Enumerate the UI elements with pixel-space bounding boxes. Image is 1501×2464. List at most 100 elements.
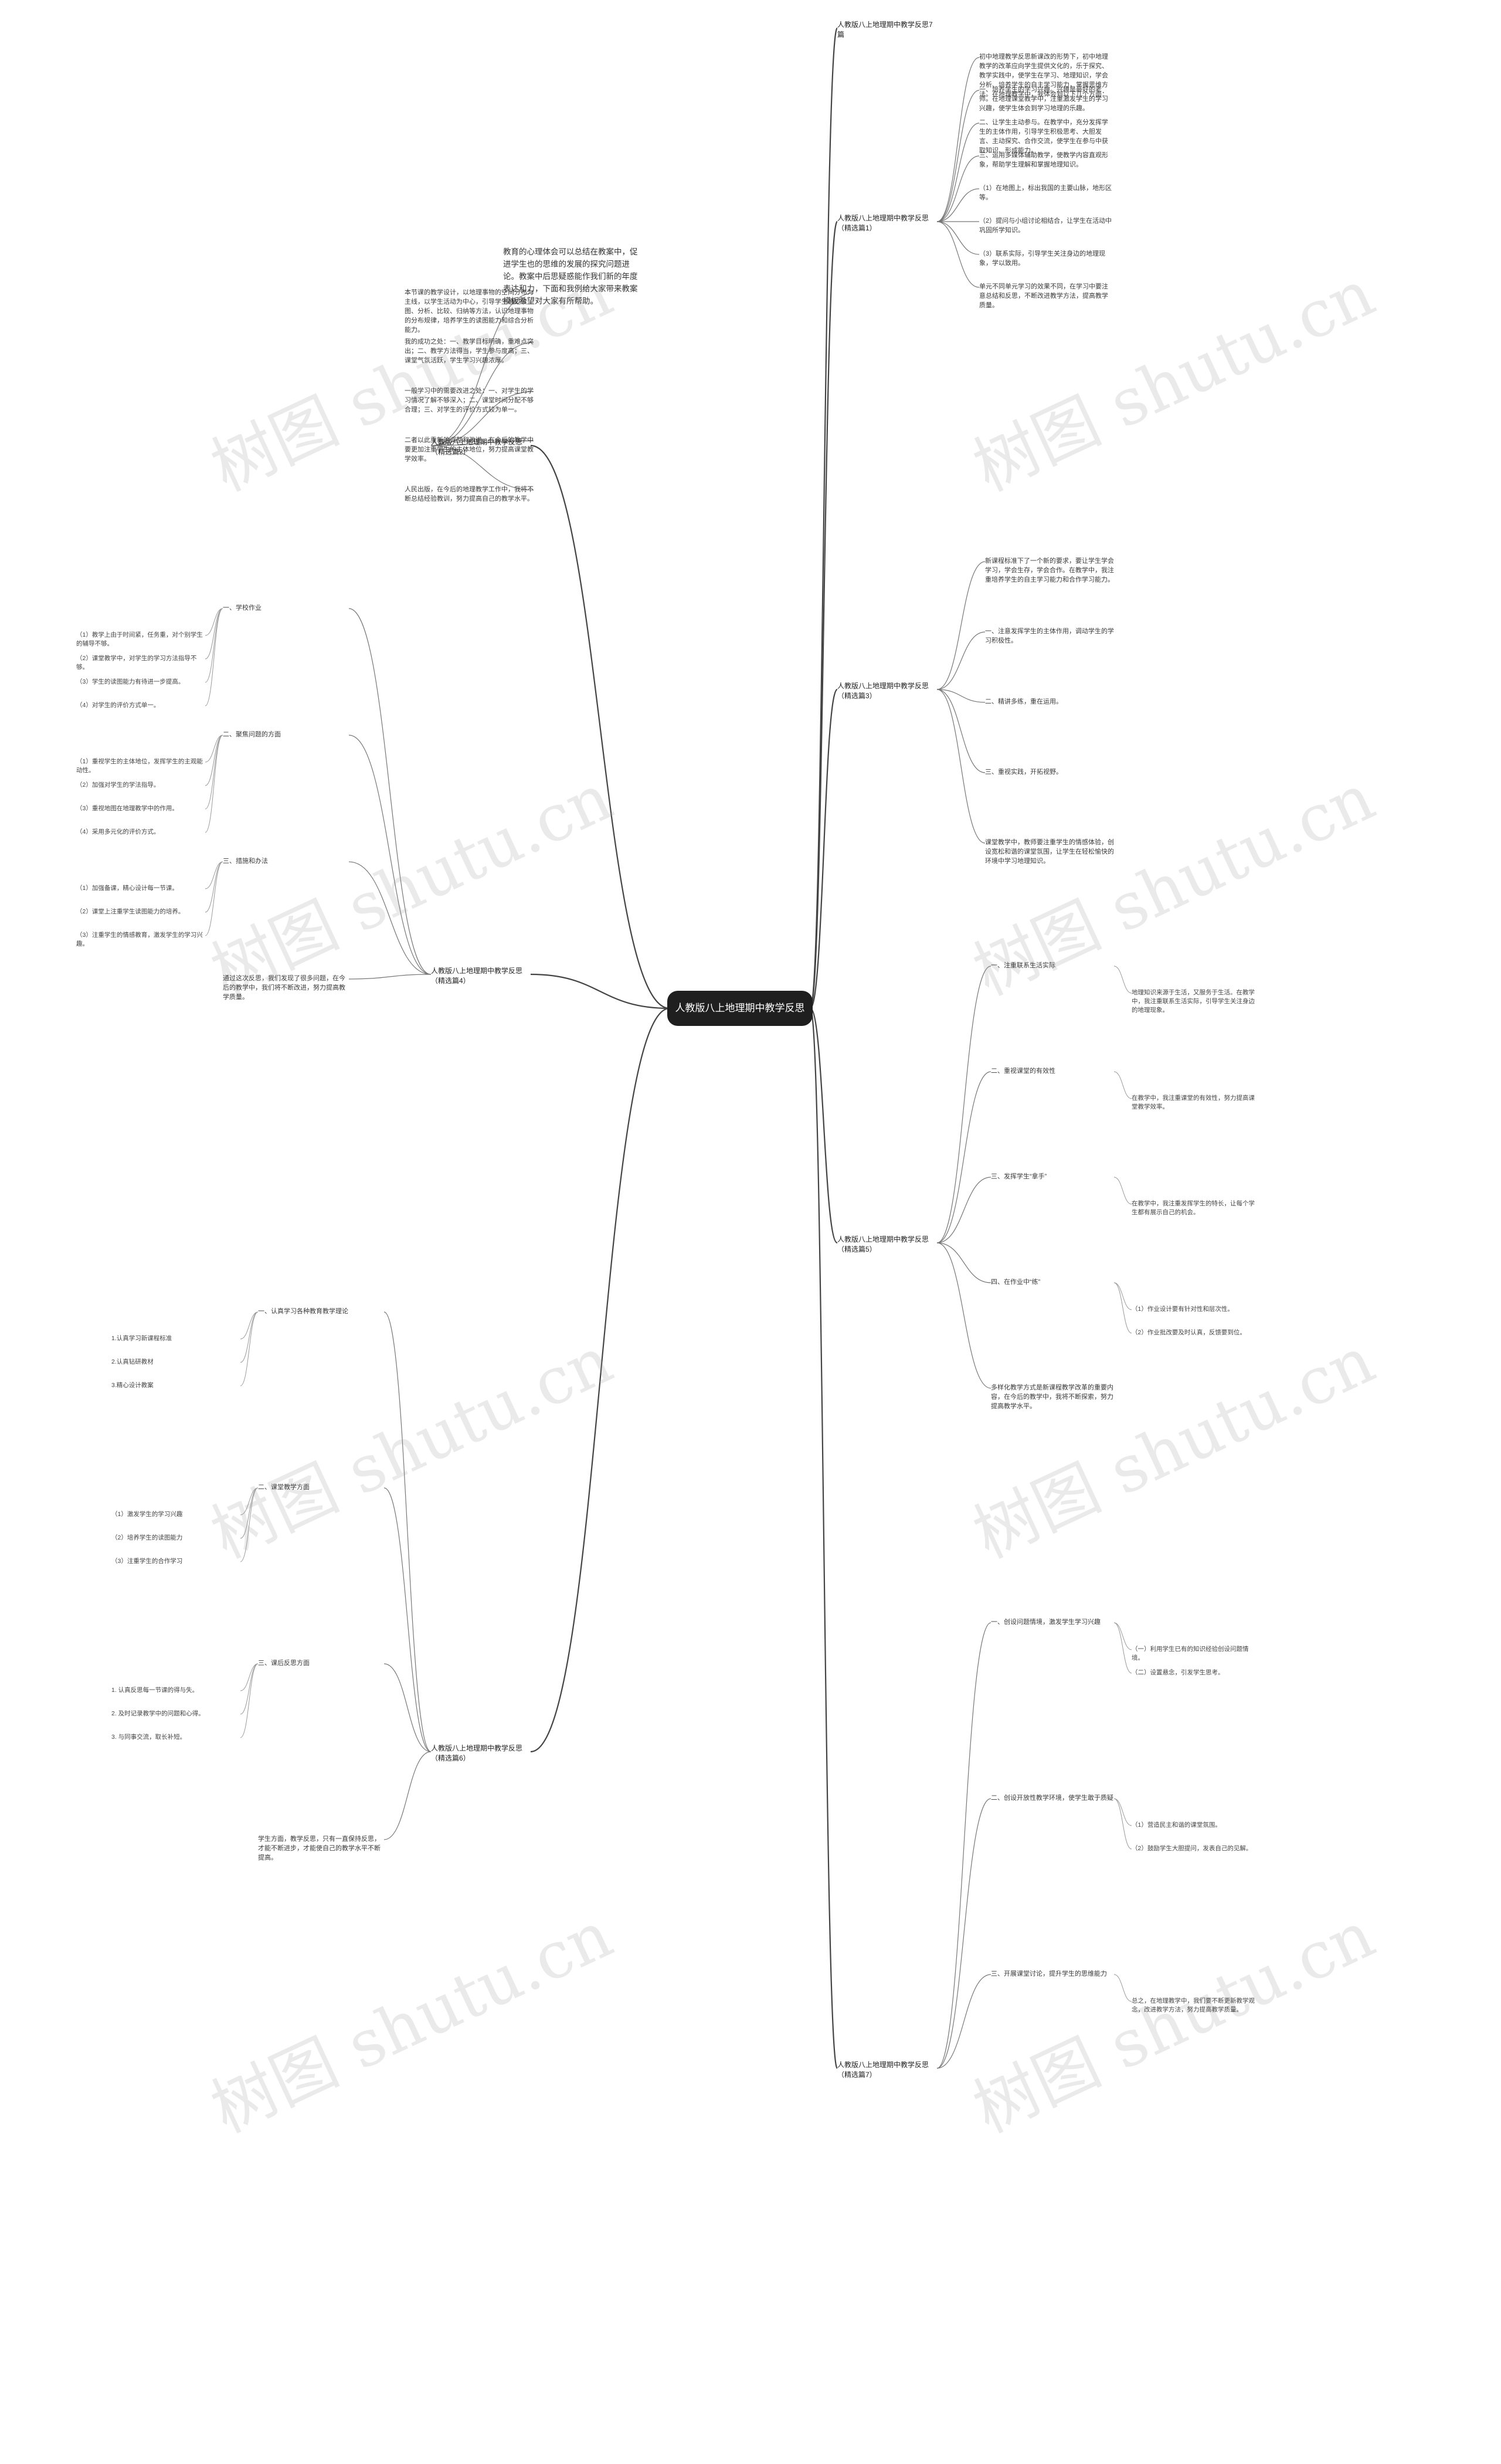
connector-line [1113, 1798, 1132, 1850]
subtopic[interactable]: 三、课后反思方面 [258, 1660, 310, 1667]
detail-text: （1）加强备课，精心设计每一节课。 [76, 885, 178, 892]
subtopic[interactable]: 本节课的教学设计，以地理事物的空间分布为主线，以学生活动为中心，引导学生通过读图… [405, 289, 534, 334]
connector-line [1113, 1177, 1132, 1205]
subtopic[interactable]: 人民出版，在今后的地理教学工作中，我将不断总结经验教训，努力提高自己的教学水平。 [405, 486, 534, 502]
subtopic[interactable]: 四、在作业中“练” [991, 1279, 1041, 1286]
detail-text: 3. 与同事交流，取长补短。 [111, 1734, 186, 1741]
subtopic[interactable]: 通过这次反思，我们发现了很多问题，在今后的教学中，我们将不断改进，努力提高教学质… [223, 975, 345, 1001]
subtopic[interactable]: 一般学习中的需要改进之处：一、对学生的学习情况了解不够深入；二、课堂时间分配不够… [405, 388, 534, 413]
subtopic[interactable]: 二、让学生主动参与。在教学中，充分发挥学生的主体作用，引导学生积极思考、大胆发言… [979, 119, 1108, 154]
connector-line [936, 1242, 991, 1389]
connector-line [530, 973, 670, 1010]
connector-line [530, 1007, 670, 1753]
connector-line [240, 1487, 259, 1515]
subtopic[interactable]: 课堂教学中，教师要注重学生的情感体验，创设宽松和谐的课堂氛围，让学生在轻松愉快的… [985, 839, 1114, 865]
connector-line [809, 1007, 838, 2069]
connector-line [1113, 1798, 1132, 1826]
connector-line [205, 735, 223, 786]
branch-topic[interactable]: 人教版八上地理期中教学反思（精选篇4） [431, 967, 523, 985]
subtopic[interactable]: 二、重视课堂的有效性 [991, 1068, 1055, 1075]
subtopic[interactable]: 三、运用多媒体辅助教学，使教学内容直观形象，帮助学生理解和掌握地理知识。 [979, 152, 1108, 168]
subtopic[interactable]: （3）联系实际，引导学生关注身边的地理现象，学以致用。 [979, 250, 1106, 267]
subtopic[interactable]: 二、创设开放性教学环境，使学生敢于质疑 [991, 1795, 1113, 1802]
connector-line [430, 391, 534, 446]
connector-line [936, 689, 986, 844]
connector-line [936, 155, 980, 222]
connector-line [936, 631, 986, 690]
connector-line [240, 1487, 259, 1539]
connector-line [1113, 966, 1132, 994]
subtopic[interactable]: 一、注重联系生活实际 [991, 962, 1055, 969]
detail-text: 地理知识来源于生活，又服务于生活。在教学中，我注重联系生活实际，引导学生关注身边… [1132, 989, 1255, 1014]
subtopic[interactable]: 一、培养学生的学习兴趣。兴趣是最好的老师。在地理课堂教学中，注重激发学生的学习兴… [979, 86, 1108, 112]
subtopic[interactable]: 单元不同单元学习的效果不同，在学习中要注意总结和反思，不断改进教学方法，提高教学… [979, 283, 1108, 309]
connector-line [205, 735, 223, 833]
connector-line [348, 974, 432, 980]
detail-text: （2）鼓励学生大胆提问，发表自己的见解。 [1132, 1845, 1252, 1852]
subtopic[interactable]: 三、重视实践，开拓视野。 [985, 769, 1062, 776]
subtopic[interactable]: （2）提问与小组讨论相结合，让学生在活动中巩固所学知识。 [979, 217, 1112, 234]
connector-line [936, 1974, 991, 2069]
subtopic[interactable]: 一、创设问题情境，激发学生学习兴趣 [991, 1619, 1101, 1626]
detail-text: （3）重视地图在地理教学中的作用。 [76, 805, 178, 812]
subtopic[interactable]: 一、学校作业 [223, 604, 262, 611]
branch-topic[interactable]: 人教版八上地理期中教学反思（精选篇5） [837, 1235, 929, 1254]
subtopic[interactable]: 一、认真学习各种教育教学理论 [258, 1308, 348, 1315]
connector-line [240, 1311, 259, 1386]
subtopic[interactable]: 二、聚焦问题的方面 [223, 731, 281, 738]
subtopic[interactable]: 学生方面，教学反思，只有一直保持反思，才能不断进步，才能使自己的教学水平不断提高… [258, 1836, 381, 1861]
connector-line [936, 561, 986, 690]
branch-topic[interactable]: 人教版八上地理期中教学反思（精选篇7） [837, 2061, 929, 2079]
detail-text: （4）对学生的评价方式单一。 [76, 702, 160, 709]
subtopic[interactable]: 二者以此重新的调整和改进，在今后的教学中要更加注重学生的主体地位，努力提高课堂教… [405, 437, 534, 463]
connector-line [430, 440, 534, 446]
root-topic[interactable]: 人教版八上地理期中教学反思 [667, 991, 813, 1026]
branch-topic[interactable]: 人教版八上地理期中教学反思（精选篇3） [837, 682, 929, 701]
connector-line [205, 861, 223, 889]
branch-topic[interactable]: 人教版八上地理期中教学反思（精选篇6） [431, 1744, 523, 1763]
connector-line [1113, 1622, 1132, 1674]
connector-line [205, 608, 223, 706]
connector-line [936, 966, 991, 1243]
detail-text: （2）课堂上注重学生读图能力的培养。 [76, 908, 185, 915]
connector-line [936, 1071, 991, 1243]
connector-line [936, 90, 980, 222]
connector-line [936, 689, 986, 703]
subtopic[interactable]: 我的成功之处：一、教学目标明确，重难点突出；二、教学方法得当，学生参与度高；三、… [405, 338, 534, 364]
subtopic[interactable]: 三、措施和办法 [223, 858, 268, 865]
detail-text: 1. 认真反思每一节课的得与失。 [111, 1687, 199, 1694]
subtopic[interactable]: 二、课堂教学方面 [258, 1484, 310, 1491]
branch-topic[interactable]: 人教版八上地理期中教学反思7篇 [837, 21, 933, 39]
subtopic[interactable]: 三、发挥学生“拿手” [991, 1173, 1047, 1180]
connector-line [430, 445, 534, 491]
connector-line [240, 1663, 259, 1715]
detail-text: （2）课堂教学中，对学生的学习方法指导不够。 [76, 655, 197, 671]
connector-line [348, 861, 432, 975]
subtopic[interactable]: 多样化教学方式是新课程教学改革的重要内容，在今后的教学中，我将不断探索，努力提高… [991, 1384, 1113, 1410]
detail-text: （2）作业批改要及时认真，反馈要到位。 [1132, 1329, 1246, 1336]
connector-line [205, 608, 223, 660]
connector-line [936, 57, 980, 222]
detail-text: （一）利用学生已有的知识经验创设问题情境。 [1132, 1646, 1249, 1662]
connector-line [240, 1311, 259, 1363]
subtopic[interactable]: 新课程标准下了一个新的要求，要让学生学会学习，学会生存，学会合作。在教学中，我注… [985, 558, 1114, 583]
branch-topic[interactable]: 人教版八上地理期中教学反思（精选篇1） [837, 214, 929, 233]
subtopic[interactable]: 二、精讲多练，重在运用。 [985, 698, 1062, 705]
connector-line [936, 123, 980, 222]
subtopic[interactable]: 一、注意发挥学生的主体作用，调动学生的学习积极性。 [985, 628, 1114, 644]
connector-line [240, 1663, 259, 1691]
connector-line [240, 1487, 259, 1562]
detail-text: （1）重视学生的主体地位，发挥学生的主观能动性。 [76, 758, 203, 774]
connector-line [383, 1663, 432, 1752]
subtopic[interactable]: 三、开展课堂讨论，提升学生的思维能力 [991, 1970, 1107, 1977]
connector-line [1113, 1071, 1132, 1099]
connector-line [809, 1007, 838, 1244]
subtopic[interactable]: 初中地理教学反思新课改的形势下，初中地理教学的改革应向学生提供文化的，乐于探究、… [979, 53, 1108, 98]
subtopic[interactable]: （1）在地图上，标出我国的主要山脉，地形区等。 [979, 185, 1112, 201]
detail-text: （3）注重学生的情感教育，激发学生的学习兴趣。 [76, 932, 203, 948]
connector-line [1113, 1974, 1132, 2002]
detail-text: （2）培养学生的读图能力 [111, 1534, 183, 1541]
branch-topic[interactable]: 人教版八上地理期中教学反思（精选篇2） [431, 438, 523, 457]
connector-line [348, 735, 432, 975]
connector-line [1113, 1282, 1132, 1334]
